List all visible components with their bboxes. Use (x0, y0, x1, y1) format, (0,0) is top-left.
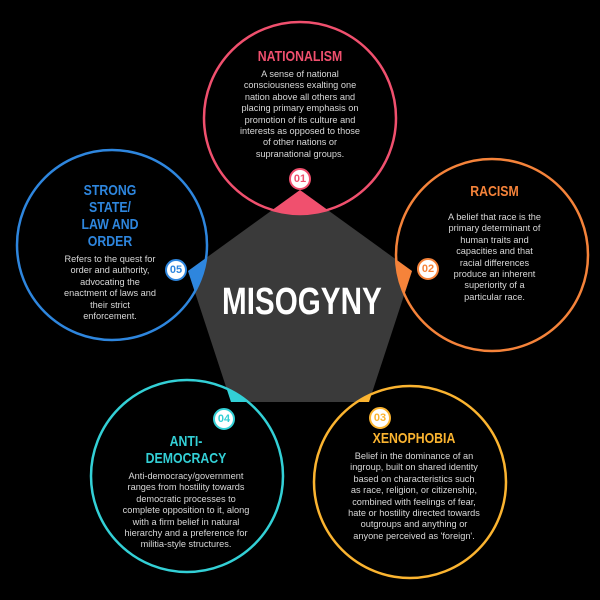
panel-description: A belief that race is the primary determ… (448, 212, 541, 302)
circle-xenophobia (312, 384, 508, 580)
panel-title: RACISM (470, 183, 519, 200)
panel-title: ANTI-DEMOCRACY (145, 433, 227, 467)
badge-number: 01 (293, 173, 307, 185)
panel-description: Anti-democracy/government ranges from ho… (122, 471, 250, 550)
badge-05: 05 (165, 259, 187, 281)
circle-nationalism (202, 20, 398, 216)
panel-title: XENOPHOBIA (372, 430, 456, 447)
badge-number: 02 (421, 263, 435, 275)
panel-title: NATIONALISM (257, 48, 343, 65)
panel-description: Refers to the quest for order and author… (64, 254, 156, 322)
circle-strong-state (15, 148, 209, 342)
panel-strong-state: STRONG STATE/ LAW AND ORDER Refers to th… (55, 182, 165, 322)
badge-number: 04 (217, 413, 231, 425)
panel-xenophobia: XENOPHOBIA Belief in the dominance of an… (348, 430, 480, 542)
panel-racism: RACISM A belief that race is the primary… (447, 183, 542, 303)
circle-racism (394, 157, 590, 353)
panel-title-line2: LAW AND ORDER (81, 216, 139, 250)
badge-01: 01 (289, 168, 311, 190)
badge-02: 02 (417, 258, 439, 280)
center-pentagon (188, 190, 412, 402)
badge-number: 05 (169, 264, 183, 276)
center-title: MISOGYNY (222, 281, 382, 323)
panel-anti-democracy: ANTI-DEMOCRACY Anti-democracy/government… (122, 433, 250, 551)
panel-title-line1: STRONG STATE/ (83, 182, 137, 216)
badge-number: 03 (373, 412, 387, 424)
circle-anti-democracy (89, 378, 285, 574)
badge-03: 03 (369, 407, 391, 429)
panel-nationalism: NATIONALISM A sense of national consciou… (235, 48, 365, 160)
panel-description: Belief in the dominance of an ingroup, b… (348, 451, 480, 541)
panel-description: A sense of national consciousness exalti… (239, 69, 361, 159)
badge-04: 04 (213, 408, 235, 430)
